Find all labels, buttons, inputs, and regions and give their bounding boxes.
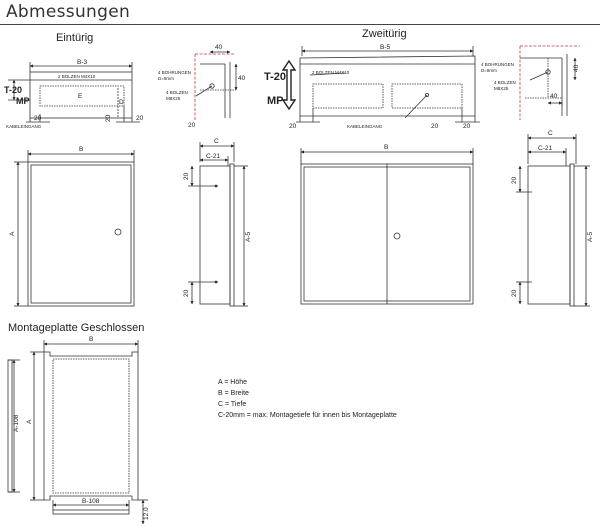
dim-20-f: 20 <box>463 123 471 130</box>
front-view-single <box>14 150 135 307</box>
dim-20-c: 20 <box>136 115 144 122</box>
dim-b-front-single: B <box>79 146 83 153</box>
detail-single <box>194 50 238 120</box>
dim-20-side-double-b: 20 <box>511 289 518 297</box>
section-single-door: Eintürig <box>56 32 94 44</box>
label-bolts8-double: 4 BOLZEN <box>494 80 516 85</box>
dim-40-a: 40 <box>215 44 223 51</box>
label-bolts-double: 2 BOLZEN M4X10 <box>312 70 350 75</box>
dim-40-c: 40 <box>573 64 580 72</box>
dim-20-e: 20 <box>431 123 439 130</box>
front-view-double <box>300 148 474 305</box>
dim-20-side-double-a: 20 <box>511 176 518 184</box>
label-holes-double: 4 BOHRUNGEN <box>481 62 514 67</box>
top-view-double <box>296 46 480 123</box>
label-t20-double: T-20 <box>264 71 286 83</box>
legend-item-b: B = Breite <box>218 390 249 397</box>
dim-20-a: 20 <box>34 115 42 122</box>
label-mp-single: MP <box>16 96 30 106</box>
side-view-single <box>188 142 248 307</box>
dim-a5-side-double: A-5 <box>587 232 594 243</box>
title-divider <box>0 24 600 25</box>
page-title: Abmessungen <box>6 2 131 22</box>
label-holes-dia-double: D=9mm <box>481 68 497 73</box>
legend: A = Höhe B = Breite C = Tiefe C-20mm = m… <box>218 377 518 421</box>
side-view-double <box>516 134 590 307</box>
dim-c21-side-single: C-21 <box>206 153 220 160</box>
dim-40-d: 40 <box>550 93 558 100</box>
dim-b-front-double: B <box>384 144 388 151</box>
mounting-plate-drawing <box>7 340 148 525</box>
t20-arrow-icon <box>282 60 296 110</box>
label-t20-single: T-20 <box>4 85 22 95</box>
dim-20-detail-single: 20 <box>188 122 196 129</box>
dim-a-front-single: A <box>9 231 16 236</box>
legend-item-c20: C-20mm = max. Montagetiefe für innen bis… <box>218 412 397 419</box>
detail-double <box>519 45 580 120</box>
label-cable-entry-double: KABELEINGANG <box>347 124 383 129</box>
dim-a-mounting: A <box>26 419 33 424</box>
dim-a5-side-single: A-5 <box>245 232 252 243</box>
label-bolts8-single: 4 BOLZEN <box>166 90 188 95</box>
dim-b-mounting: B <box>89 336 93 343</box>
dim-c-side-single: C <box>214 138 219 145</box>
label-mp-double: MP <box>267 95 284 107</box>
legend-item-a: A = Höhe <box>218 379 247 386</box>
dim-c21-side-double: C-21 <box>538 145 552 152</box>
dim-a108-mounting: A-108 <box>13 414 20 432</box>
dim-20-d: 20 <box>289 123 297 130</box>
dim-b108-mounting: B-108 <box>82 498 100 505</box>
dim-20-side-single-a: 20 <box>183 172 190 180</box>
label-bolts8-size-single: M8X25 <box>166 96 181 101</box>
label-d: D <box>119 99 124 106</box>
section-mounting-plate: Montageplatte Geschlossen <box>8 322 145 334</box>
section-double-door: Zweitürig <box>362 28 407 40</box>
label-holes-dia-single: D=9mm <box>158 76 174 81</box>
dim-b3: B-3 <box>77 59 88 66</box>
dim-20-b: 20 <box>105 114 112 122</box>
dim-thickness-mounting: 12.0 <box>143 507 150 520</box>
dim-40-b: 40 <box>238 75 246 82</box>
dim-20-side-single-b: 20 <box>183 289 190 297</box>
dim-c-side-double: C <box>548 130 553 137</box>
dim-b5: B-5 <box>380 44 391 51</box>
label-e: E <box>78 93 83 100</box>
legend-item-c: C = Tiefe <box>218 401 247 408</box>
label-holes-single: 4 BOHRUNGEN <box>158 70 191 75</box>
label-bolts8-size-double: M8X25 <box>494 86 509 91</box>
label-bolts-single: 2 BOLZEN M4X10 <box>58 74 96 79</box>
top-view-single <box>8 62 140 123</box>
label-cable-entry-single: KABELEINGANG <box>6 124 42 129</box>
